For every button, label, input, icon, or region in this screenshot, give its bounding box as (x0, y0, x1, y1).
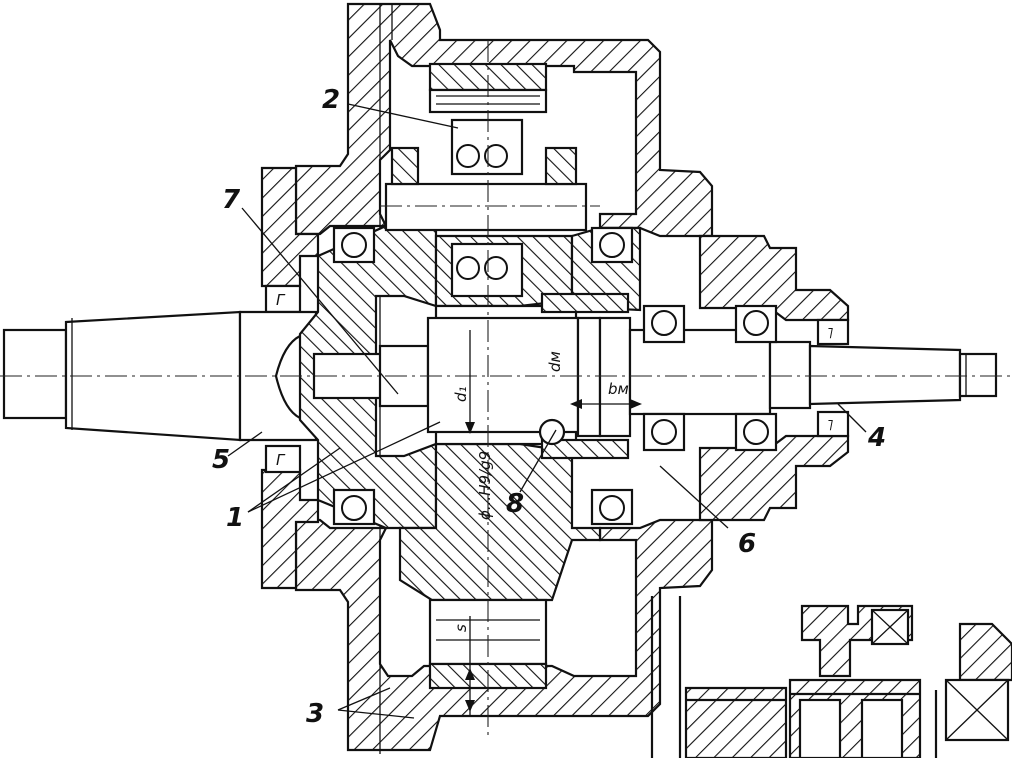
detail-view-lower-right (650, 596, 1012, 758)
leader-lines (227, 103, 867, 719)
bearings (332, 226, 778, 526)
dim-bm: bм (608, 380, 629, 398)
callout-1: 1 (226, 503, 244, 533)
planet-gear-upper (384, 62, 588, 232)
callout-6: 6 (738, 529, 756, 559)
centerlines (0, 40, 1012, 740)
svg-text:Γ: Γ (276, 451, 286, 469)
dimension-marks (465, 330, 642, 716)
coupling-sleeve (538, 292, 632, 460)
housing (294, 2, 714, 754)
callout-8: 8 (506, 489, 524, 519)
dim-fit: ϕ...H9/g9 (476, 451, 494, 520)
right-end-cover: ˥ ˥ (698, 234, 850, 522)
svg-text:˥: ˥ (826, 416, 833, 434)
callout-4: 4 (867, 423, 886, 453)
callout-3: 3 (306, 699, 324, 729)
left-end-cover: Γ Γ (260, 166, 320, 590)
output-shaft (628, 328, 998, 416)
svg-text:˥: ˥ (826, 324, 833, 342)
svg-text:Γ: Γ (276, 291, 286, 309)
dim-dm: dм (546, 351, 564, 372)
callout-5: 5 (212, 445, 230, 475)
dim-d1: d₁ (452, 386, 470, 402)
callout-7: 7 (222, 185, 241, 215)
callout-2: 2 (322, 85, 340, 115)
dim-s: s (452, 624, 470, 632)
